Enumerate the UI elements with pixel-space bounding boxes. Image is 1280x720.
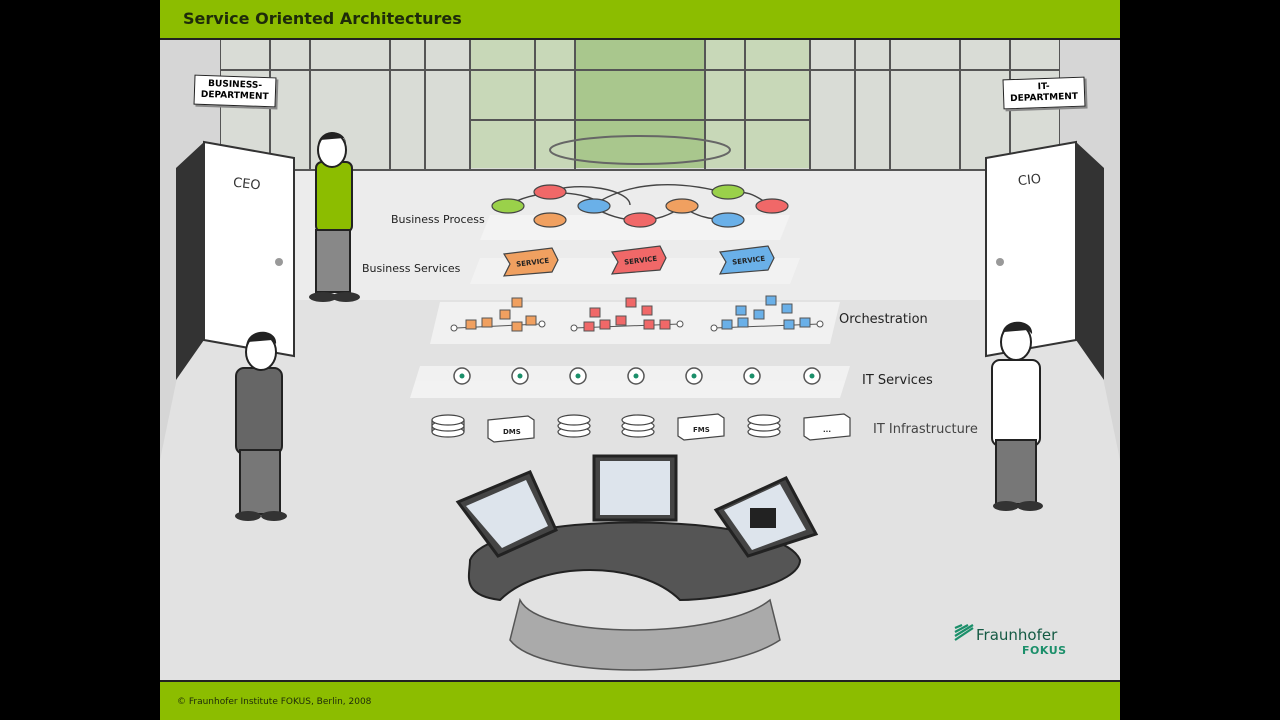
- infra-box-text-more: ...: [823, 426, 831, 434]
- copyright: © Fraunhofer Institute FOKUS, Berlin, 20…: [177, 697, 372, 707]
- footer-bar: © Fraunhofer Institute FOKUS, Berlin, 20…: [160, 680, 1120, 720]
- layer-label-orchestration: Orchestration: [839, 312, 928, 327]
- header-divider: [160, 38, 1120, 40]
- infra-box-text-fms: FMS: [693, 426, 710, 434]
- sign-it-department: IT- DEPARTMENT: [1002, 76, 1086, 110]
- logo-name: Fraunhofer: [976, 626, 1058, 644]
- scene-illustration: SERVICE SERVICE SERVICE: [160, 40, 1120, 680]
- door-label-ceo: CEO: [232, 175, 262, 194]
- sign-it-text: IT- DEPARTMENT: [1010, 81, 1079, 105]
- fraunhofer-mark-icon: [954, 624, 974, 641]
- header-bar: Service Oriented Architectures: [160, 0, 1120, 38]
- layer-label-it-services: IT Services: [862, 373, 933, 388]
- sign-business-text: BUSINESS- DEPARTMENT: [200, 79, 269, 103]
- logo-sub: FOKUS: [1022, 644, 1067, 657]
- slide: Service Oriented Architectures: [160, 0, 1120, 720]
- sign-business-department: BUSINESS- DEPARTMENT: [193, 74, 277, 108]
- person-ceo-icon: [309, 132, 360, 302]
- page-title: Service Oriented Architectures: [183, 9, 462, 28]
- layer-label-business-process: Business Process: [391, 213, 485, 226]
- layer-label-it-infrastructure: IT Infrastructure: [873, 422, 978, 437]
- infra-box-text-dms: DMS: [503, 428, 521, 436]
- office-scene: SERVICE SERVICE SERVICE: [160, 40, 1120, 680]
- person-it-icon: [991, 321, 1043, 511]
- people-illustration: [235, 132, 1043, 521]
- door-label-cio: CIO: [1017, 171, 1042, 190]
- layer-label-business-services: Business Services: [362, 262, 461, 275]
- person-business-icon: [235, 331, 287, 521]
